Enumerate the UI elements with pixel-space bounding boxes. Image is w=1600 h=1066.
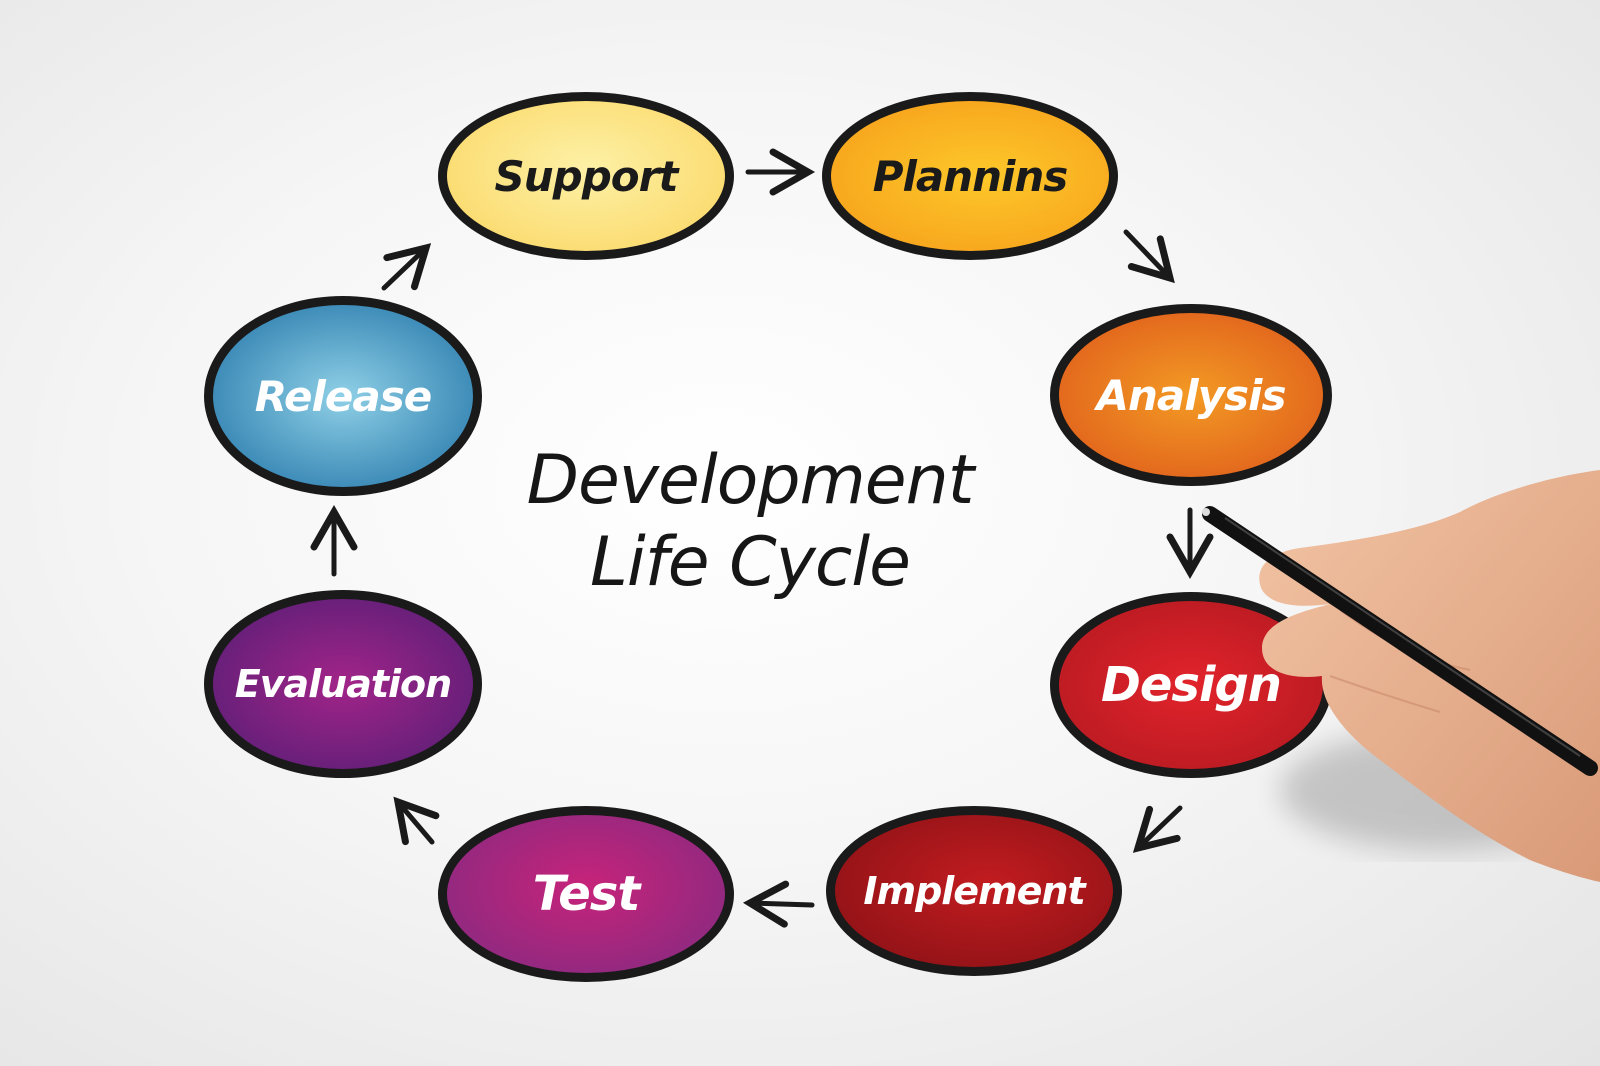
arrow-design-to-implement bbox=[1132, 805, 1183, 853]
title-line-1: Development bbox=[526, 441, 975, 520]
arrow-planning-to-analysis bbox=[1123, 229, 1175, 284]
pen-icon bbox=[1202, 506, 1598, 776]
node-label: Release bbox=[254, 371, 432, 421]
node-evaluation: Evaluation bbox=[204, 590, 482, 778]
node-planning: Plannins bbox=[822, 92, 1118, 260]
node-support: Support bbox=[438, 92, 734, 260]
node-label: Implement bbox=[863, 869, 1085, 913]
node-label: Test bbox=[532, 866, 641, 922]
node-label: Analysis bbox=[1096, 370, 1287, 420]
title-line-2: Life Cycle bbox=[589, 523, 911, 602]
node-label: Support bbox=[494, 151, 679, 201]
node-implement: Implement bbox=[826, 806, 1122, 976]
diagram-title: Development Life Cycle bbox=[470, 440, 1030, 604]
node-label: Plannins bbox=[872, 151, 1069, 201]
node-test: Test bbox=[438, 806, 734, 982]
arrow-release-to-support bbox=[381, 243, 432, 291]
hand-icon bbox=[1259, 470, 1600, 882]
node-label: Design bbox=[1101, 657, 1282, 713]
arrow-implement-to-test bbox=[742, 880, 815, 928]
node-release: Release bbox=[204, 296, 482, 496]
node-label: Evaluation bbox=[234, 662, 452, 706]
node-analysis: Analysis bbox=[1050, 304, 1332, 486]
arrow-test-to-evaluation bbox=[393, 796, 440, 846]
